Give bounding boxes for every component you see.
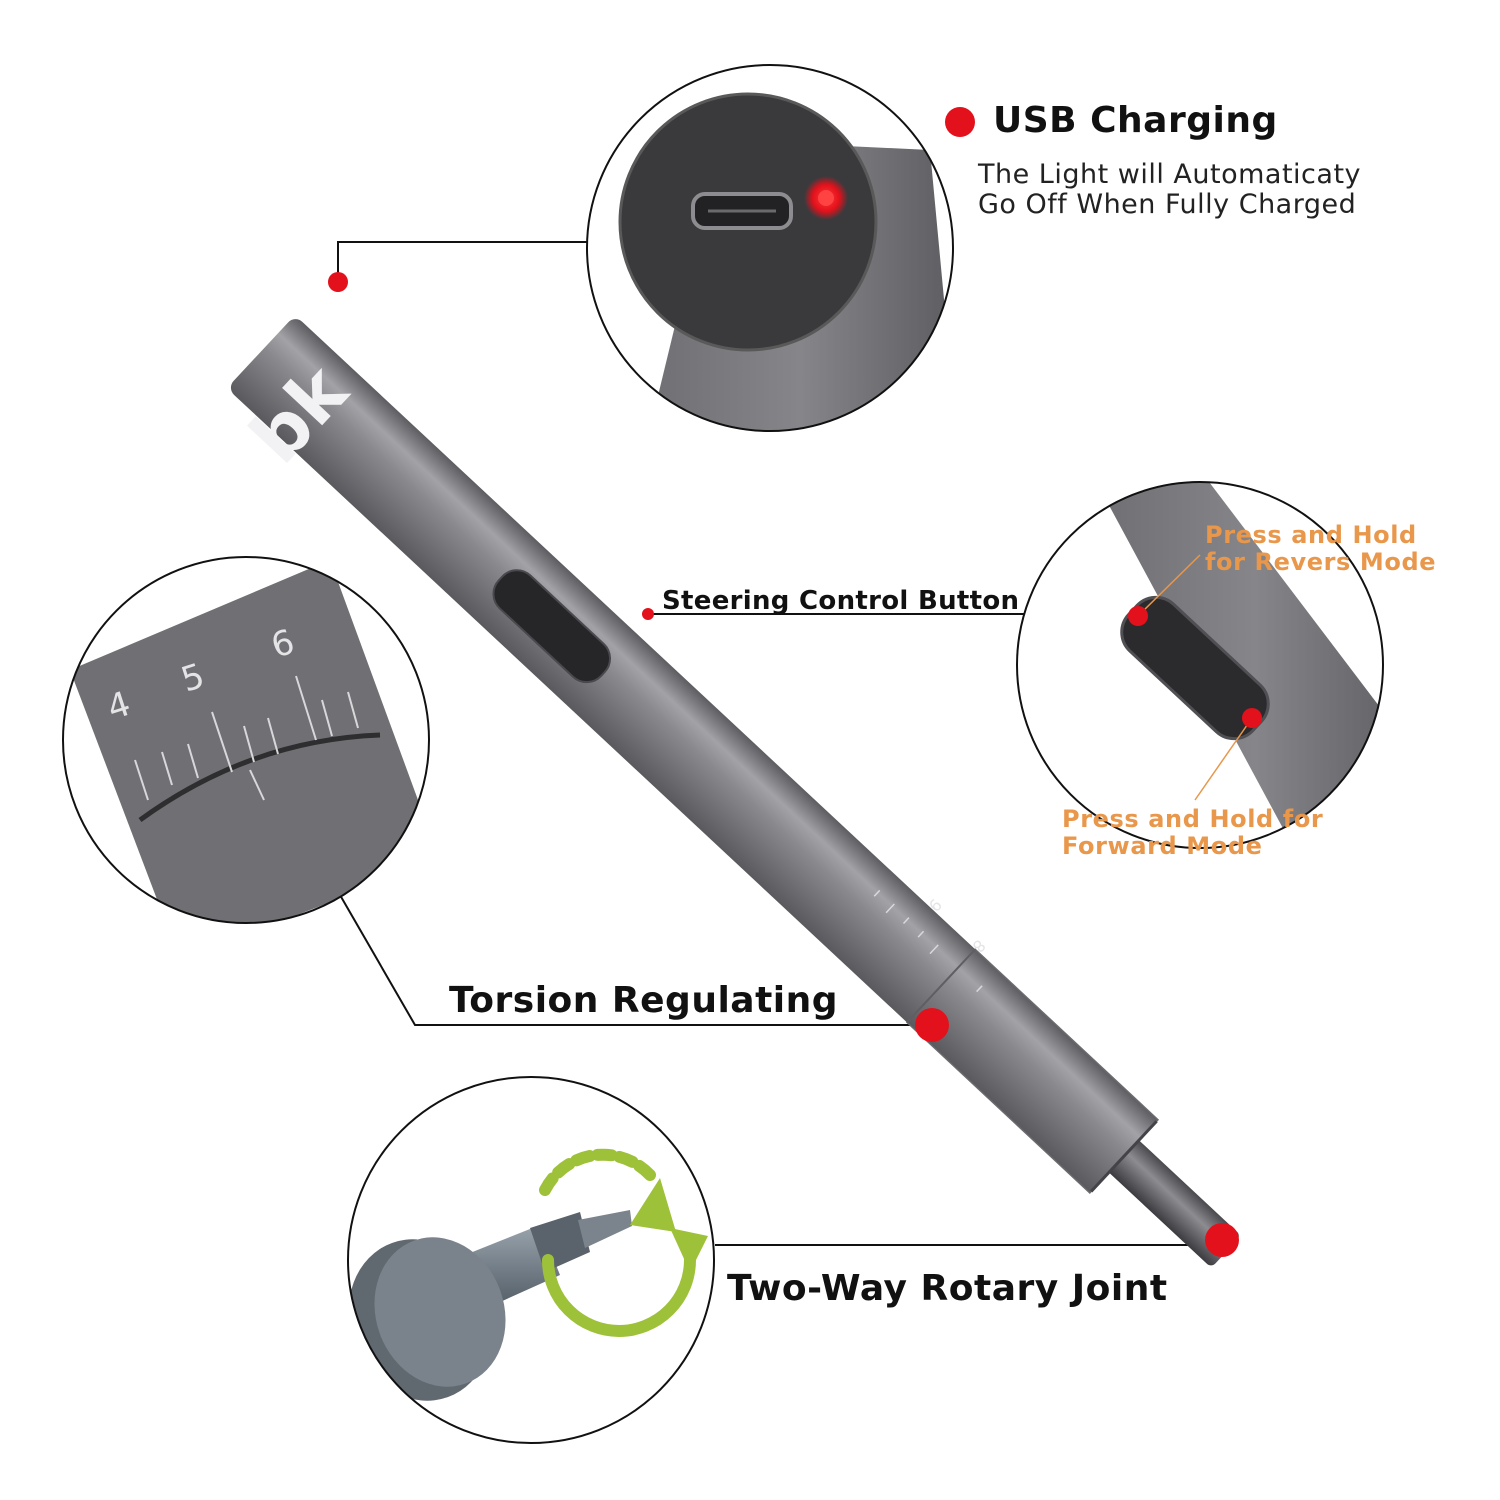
steering-marker-dot — [642, 608, 654, 620]
steering-zoom-circle — [1016, 481, 1384, 849]
reverse-mode-label-line2: for Revers Mode — [1205, 548, 1437, 576]
rotation-arrowhead-bottom — [670, 1228, 708, 1272]
usb-bullet-dot — [945, 107, 975, 137]
usb-leader-line — [337, 241, 590, 282]
torque-scale-ticks — [873, 889, 983, 993]
forward-mode-label-line1: Press and Hold for — [1062, 805, 1324, 833]
steering-control-label: Steering Control Button — [662, 586, 1020, 616]
zoom-scale-ticks — [134, 675, 359, 801]
screwdriver-body — [230, 319, 1154, 1189]
reverse-mode-label-line1: Press and Hold — [1205, 521, 1417, 549]
rotation-arrow-icon — [539, 1148, 696, 1337]
rotary-zoom-circle — [347, 1076, 715, 1444]
leader-lines — [337, 241, 1220, 1246]
rotation-arrowhead-top — [630, 1178, 676, 1232]
usb-charging-desc-line1: The Light will Automaticaty — [978, 159, 1362, 190]
two-way-rotary-joint-title: Two-Way Rotary Joint — [727, 1268, 1168, 1309]
torsion-regulating-title: Torsion Regulating — [449, 980, 839, 1021]
usb-charging-title: USB Charging — [993, 100, 1278, 141]
screw-bit — [578, 1210, 632, 1248]
torsion-zoom-circle: 4 5 6 — [62, 556, 430, 924]
marker-dots — [328, 272, 1239, 1257]
usb-marker-dot — [328, 272, 348, 292]
rotary-marker-dot — [1205, 1223, 1239, 1257]
usb-charging-desc-line2: Go Off When Fully Charged — [978, 189, 1357, 220]
reverse-mode-dot — [1128, 606, 1148, 626]
screwdriver-shaft — [1104, 1135, 1239, 1266]
torque-ring-edge — [138, 732, 381, 823]
steering-control-button[interactable] — [485, 562, 618, 690]
torque-ring — [905, 948, 1160, 1194]
forward-mode-label-line2: Forward Mode — [1062, 832, 1263, 860]
forward-mode-dot — [1242, 708, 1262, 728]
torsion-marker-dot — [915, 1008, 949, 1042]
usb-zoom-circle — [586, 64, 954, 432]
torsion-leader-line — [339, 894, 930, 1026]
